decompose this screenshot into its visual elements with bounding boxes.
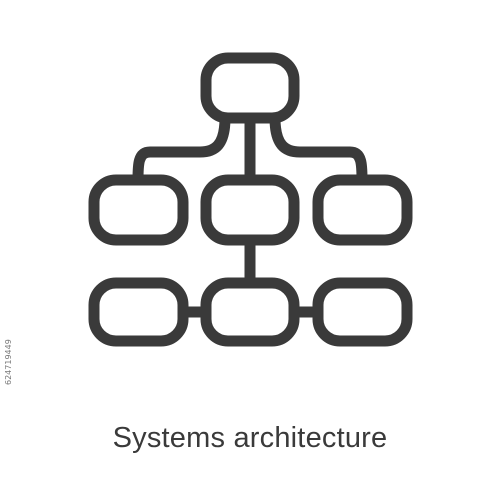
stock-id-text: 624719449	[4, 339, 13, 385]
caption-text: Systems architecture	[112, 422, 388, 454]
node-root	[200, 52, 300, 124]
connector-top-left	[132, 112, 231, 186]
node-bottom-right	[312, 277, 413, 347]
node-middle-center	[200, 174, 300, 246]
node-middle-left	[88, 174, 189, 246]
node-middle-right	[312, 174, 413, 246]
node-bottom-left	[88, 277, 189, 347]
node-bottom-center	[200, 277, 300, 347]
connector-top-right	[269, 112, 368, 186]
